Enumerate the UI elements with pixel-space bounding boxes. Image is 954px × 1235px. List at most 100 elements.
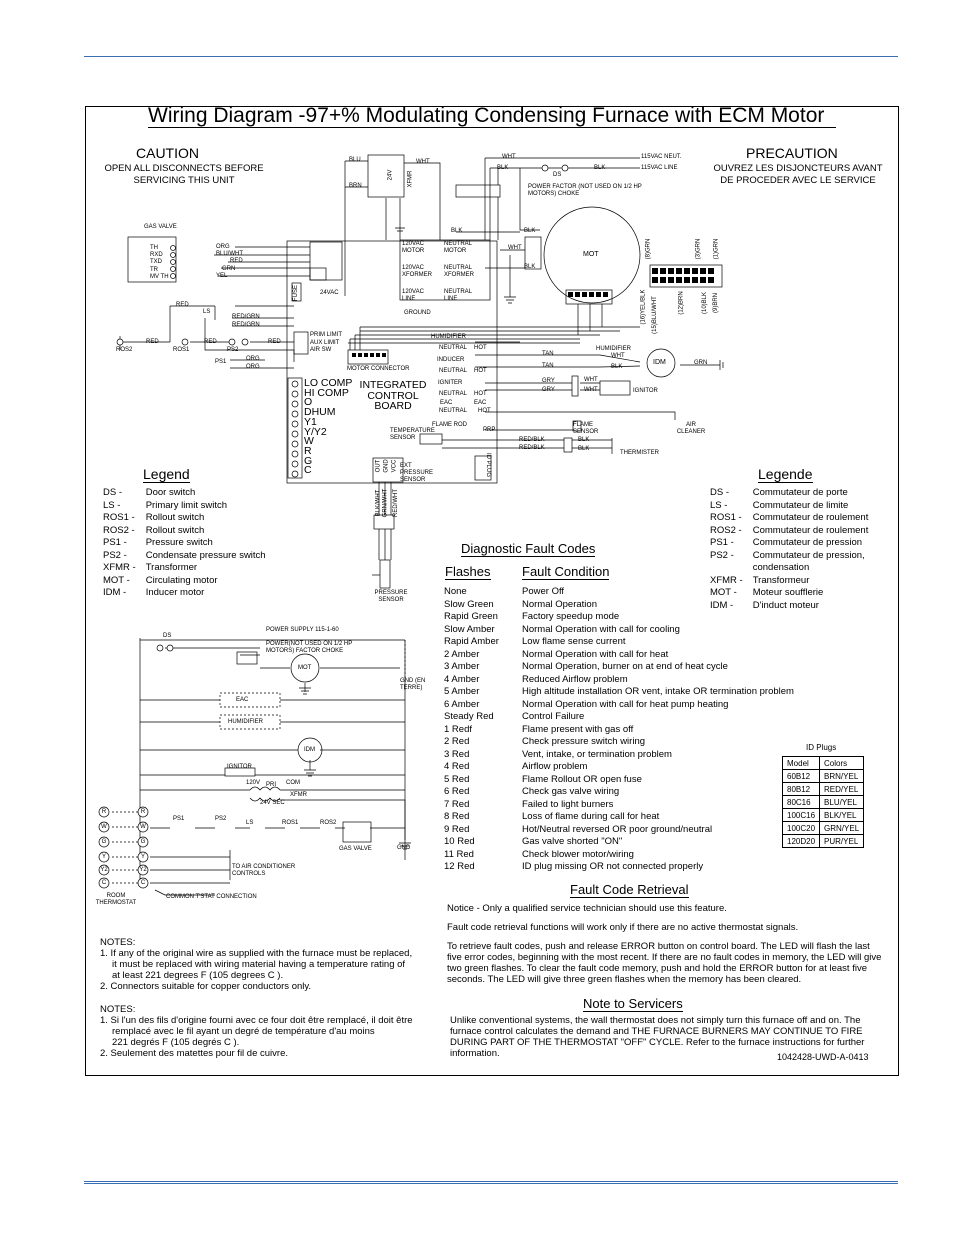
terminal-y-y2[interactable]: Y/Y2 bbox=[304, 425, 327, 438]
brn-wire-label: BRN bbox=[349, 183, 362, 189]
tstat-g: G bbox=[101, 839, 107, 845]
power-factor-choke-label: POWER FACTOR (NOT USED ON 1/2 HP MOTORS)… bbox=[528, 184, 642, 197]
idm-label: IDM bbox=[653, 359, 666, 366]
ground-label: GROUND bbox=[404, 310, 431, 316]
fault-code-row-cell: Normal Operation with call for heat bbox=[522, 648, 669, 660]
ps2-label: PS2 bbox=[227, 347, 239, 353]
humidifier-neutral-label: NEUTRAL bbox=[439, 345, 468, 351]
neutral-line-label: NEUTRAL LINE bbox=[444, 289, 472, 302]
fault-code-row-cell: 7 Red bbox=[444, 798, 470, 810]
power-supply-label: POWER SUPPLY 115-1-60 bbox=[266, 627, 339, 633]
legend-item-cell: Door switch bbox=[145, 487, 196, 498]
thermister-blk-label-1: BLK bbox=[578, 437, 590, 443]
legende-item-cell: Transformeur bbox=[752, 574, 810, 586]
ladder-ros1-label: ROS1 bbox=[282, 820, 299, 826]
xfmr-label: XFMR bbox=[407, 170, 414, 188]
fault-code-row-cell: 6 Red bbox=[444, 786, 470, 797]
blk-wht-label: BLK/WHT bbox=[375, 489, 382, 517]
igniter-neutral-label: NEUTRAL bbox=[439, 391, 468, 397]
fault-code-row-cell: 4 Red bbox=[444, 761, 470, 772]
thermister-label: THERMISTER bbox=[620, 450, 659, 456]
fault-code-row: 7 Red Failed to light burners bbox=[444, 799, 794, 812]
terminal-y1[interactable]: Y1 bbox=[304, 415, 317, 428]
transformer-box bbox=[367, 154, 405, 198]
legende-item-cell: DS - bbox=[710, 487, 729, 498]
fault-code-row-cell: Airflow problem bbox=[522, 761, 588, 772]
ignitor-wht-label-2: WHT bbox=[584, 387, 598, 393]
fault-code-row-cell: Slow Amber bbox=[444, 623, 495, 635]
eac-hot-label: HOT bbox=[478, 408, 491, 414]
eac-label-1: EAC bbox=[440, 400, 453, 406]
tstat-y2: Y2 bbox=[100, 867, 108, 873]
control-board-outline bbox=[286, 240, 498, 484]
terminal-c[interactable]: C bbox=[304, 464, 312, 477]
terminal-dhum[interactable]: DHUM bbox=[304, 406, 336, 419]
legende-item-cell: PS1 - bbox=[710, 537, 734, 548]
id-plug-label: ID PLUG bbox=[485, 452, 492, 478]
transformer-24v-label: 24V bbox=[387, 169, 394, 181]
terminal-hi-comp[interactable]: HI COMP bbox=[304, 386, 349, 399]
igniter-label: IGNITER bbox=[438, 380, 463, 386]
fault-code-row-cell: Failed to light burners bbox=[522, 798, 614, 810]
fault-code-row-cell: 5 Red bbox=[444, 773, 470, 785]
legend-item-cell: PS2 - bbox=[103, 549, 127, 561]
igniter-hot-label: HOT bbox=[474, 391, 487, 397]
legend-item: ROS2 -Rollout switch bbox=[103, 525, 266, 538]
terminal-lo-comp[interactable]: LO COMP bbox=[304, 377, 353, 389]
terminal-w[interactable]: W bbox=[304, 435, 314, 448]
fault-code-row-cell: Factory speedup mode bbox=[522, 611, 620, 622]
terminal-g[interactable]: G bbox=[304, 454, 313, 467]
fault-code-row-cell: 5 Amber bbox=[444, 686, 480, 697]
ros2-label: ROS2 bbox=[116, 347, 133, 353]
room-thermostat-label: ROOM THERMOSTAT bbox=[95, 893, 137, 906]
terminal-r[interactable]: R bbox=[304, 444, 312, 457]
plug-pin-3: (3)GRN bbox=[695, 238, 702, 260]
fault-code-row-cell: 4 Amber bbox=[444, 673, 480, 685]
fault-code-row-cell: None bbox=[444, 586, 467, 597]
precaution-text: OUVREZ LES DISJONCTEURS AVANT DE PROCEDE… bbox=[713, 163, 883, 186]
legende-item-cell: ROS1 - bbox=[710, 512, 742, 523]
gry-label-1: GRY bbox=[542, 378, 555, 384]
org-label-2: ORG bbox=[246, 364, 260, 370]
legend-item-cell: Transformer bbox=[145, 562, 198, 573]
humidifier-label-2: HUMIDIFIER bbox=[596, 346, 631, 352]
terminal-strip bbox=[287, 377, 303, 479]
furnace-r: R bbox=[140, 809, 146, 815]
legend-item-cell: Rollout switch bbox=[145, 524, 205, 536]
terminal-o[interactable]: O bbox=[304, 396, 313, 409]
fault-code-row-cell: ID plug missing OR not connected properl… bbox=[522, 861, 704, 872]
idm-grn-label: GRN bbox=[694, 360, 708, 366]
legende-item: PS1 -Commutateur de pression bbox=[710, 537, 868, 550]
motor-label: MOT bbox=[583, 251, 599, 258]
idm-wht-label: WHT bbox=[611, 353, 625, 359]
fault-code-row-cell: Normal Operation with call for heat pump… bbox=[522, 698, 729, 710]
legende-item: XFMR -Transformeur bbox=[710, 575, 868, 588]
ladder-ls-label: LS bbox=[246, 820, 254, 826]
inducer-hot-label: HOT bbox=[474, 368, 487, 374]
ps1-label: PS1 bbox=[215, 359, 227, 365]
id-plug-row-cell: 120D20 bbox=[781, 834, 821, 848]
legend-item-cell: Condensate pressure switch bbox=[145, 549, 266, 561]
legend-item-cell: PS1 - bbox=[103, 537, 127, 548]
eac-label-2: EAC bbox=[474, 400, 487, 406]
servicers-heading: Note to Servicers bbox=[583, 996, 683, 1012]
humidifier-hot-label: HOT bbox=[474, 345, 487, 351]
prp-label: PRP bbox=[483, 427, 496, 433]
title-underline bbox=[148, 127, 836, 128]
furnace-y2: Y2 bbox=[139, 867, 147, 873]
legend-item-cell: Rollout switch bbox=[145, 512, 205, 523]
fault-code-row-cell: Rapid Green bbox=[444, 611, 498, 622]
ladder-ds-label: DS bbox=[163, 633, 172, 639]
fault-code-row-cell: Check pressure switch wiring bbox=[522, 736, 646, 747]
tstat-c: C bbox=[101, 880, 107, 886]
